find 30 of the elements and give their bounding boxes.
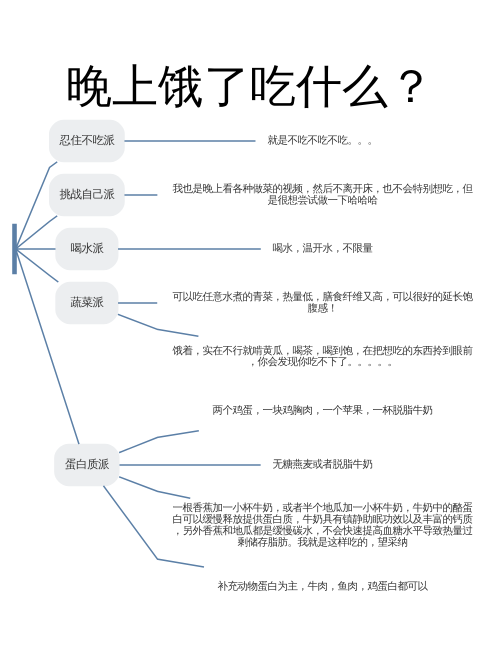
- connector: [118, 313, 199, 337]
- node-box: 忍住不吃派: [48, 119, 125, 162]
- connector: [124, 194, 158, 196]
- connector: [118, 248, 261, 250]
- connector: [124, 140, 256, 142]
- node-text: 两个鸡蛋，一块鸡胸肉，一个苹果，一杯脱脂牛奶: [212, 404, 432, 416]
- connector: [16, 214, 58, 248]
- node-text: 喝水，温开水，不限量: [272, 242, 372, 254]
- node-box: 蔬菜派: [55, 281, 118, 324]
- node-text: 就是不吃不吃不吃。。。: [267, 134, 378, 146]
- connector: [16, 250, 80, 444]
- connector: [118, 476, 190, 498]
- connector: [16, 248, 56, 250]
- connector: [118, 429, 199, 453]
- diagram-title: 晚上饿了吃什么？: [66, 58, 434, 112]
- connector: [118, 302, 158, 304]
- connector: [119, 464, 261, 466]
- node-text: 无糖燕麦或者脱脂牛奶: [272, 458, 372, 470]
- connector: [16, 248, 59, 282]
- node-bar: [12, 223, 17, 274]
- connector: [16, 160, 58, 248]
- connector: [102, 484, 204, 568]
- node-text: 补充动物蛋白为主，牛肉，鱼肉，鸡蛋白都可以: [217, 580, 428, 592]
- node-text: 饿着，实在不行就啃黄瓜，喝茶，喝到饱，在把想吃的东西拎到眼前，你会发现你吃不下了。。。。。: [172, 344, 472, 368]
- node-text: 我也是晚上看各种做菜的视频，然后不离开床，也不会特别想吃，但是很想尝试做一下哈哈哈: [172, 182, 472, 206]
- node-text: 可以吃任意水煮的青菜，热量低，膳食纤维又高，可以很好的延长饱腹感！: [172, 290, 472, 314]
- node-box: 蛋白质派: [54, 443, 120, 486]
- node-box: 挑战自己派: [48, 173, 125, 216]
- node-text: 一根香蕉加一小杯牛奶，或者半个地瓜加一小杯牛奶，牛奶中的酪蛋白可以缓慢释放提供蛋白质，牛奶具有镇静助眠功效以及丰富的钙质，另外香蕉和地瓜都是缓慢碳水，不会快速提高血糖水平导致热量过剩储存脂肪。我就是这样吃的，望采纳: [172, 502, 472, 548]
- node-box: 喝水派: [55, 227, 118, 270]
